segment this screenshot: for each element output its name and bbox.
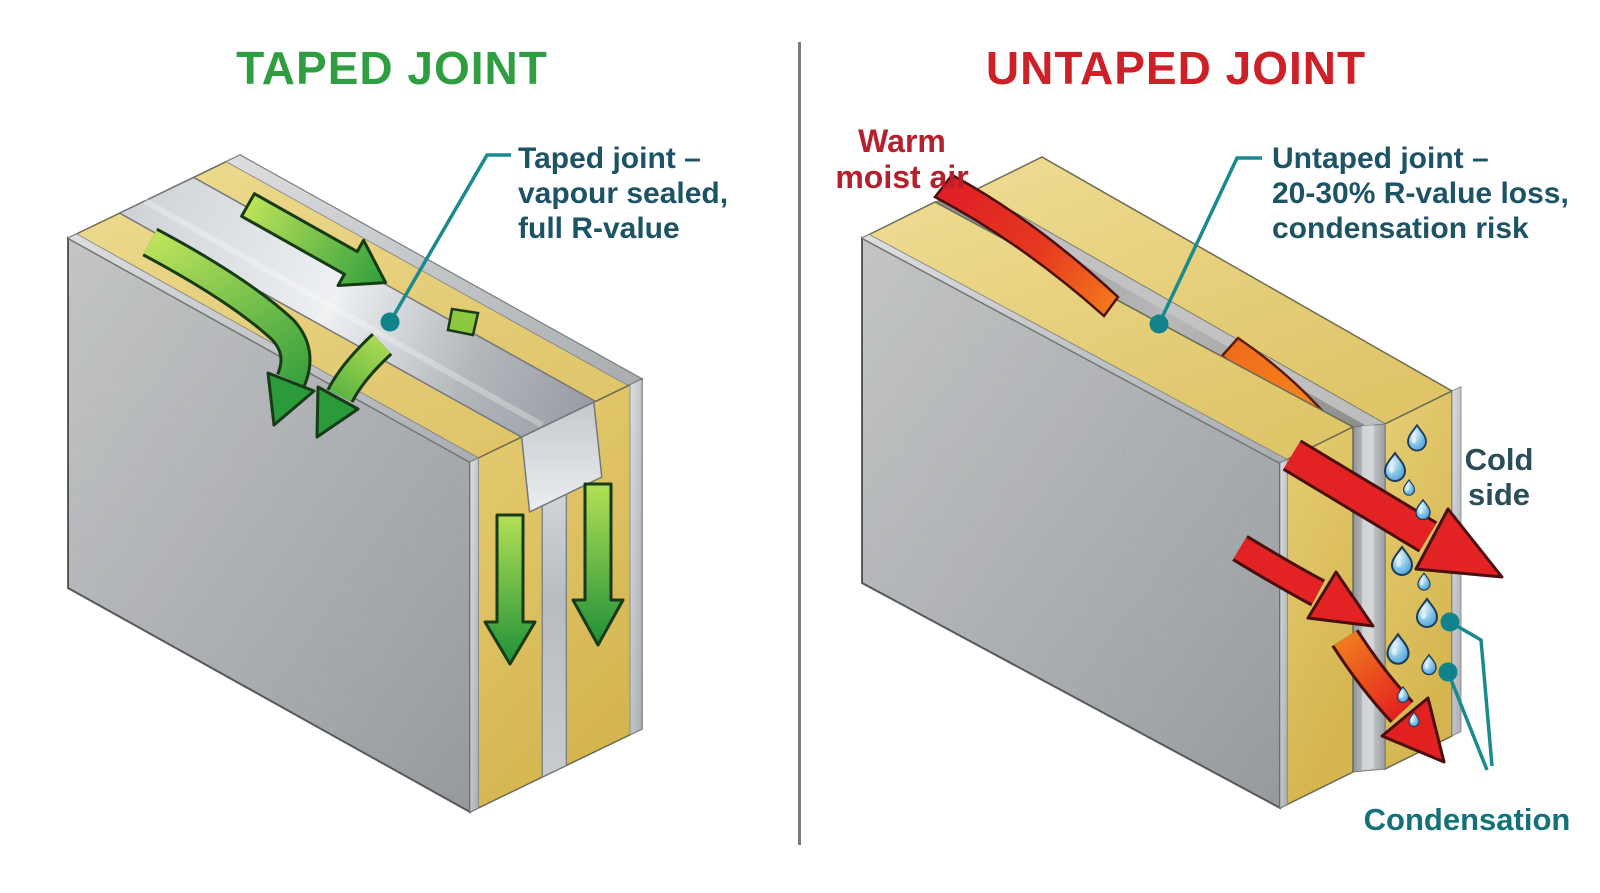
airflow-arrow-side-right [571, 482, 625, 647]
taped-joint-diagram: TAPED JOINT [66, 42, 728, 814]
callout-line [1449, 620, 1494, 767]
untaped-front-panel [860, 201, 1355, 810]
untaped-joint-diagram: UNTAPED JOINT [835, 42, 1570, 837]
vapour-tape-side-flap [520, 401, 603, 514]
foil-edge-side-back [629, 378, 643, 736]
airflow-arrow-sliver [446, 307, 480, 337]
callout-dot [1440, 612, 1460, 632]
cold-side-label-1: Cold [1465, 442, 1534, 477]
cold-side-label-2: side [1468, 477, 1530, 512]
airflow-arrow-side-left [483, 513, 537, 666]
taped-callout-text-2: vapour sealed, [518, 177, 728, 210]
callout-dot [380, 312, 400, 332]
condensation-label: Condensation [1364, 802, 1571, 837]
condensation-callout: Condensation [1364, 612, 1571, 837]
foil-texture [68, 238, 470, 812]
foil-edge-side [1279, 458, 1288, 809]
heat-arrow-bottom [1331, 629, 1446, 764]
taped-callout-text-3: full R-value [518, 212, 680, 245]
taped-callout: Taped joint – vapour sealed, full R-valu… [380, 142, 728, 332]
taped-callout-text-1: Taped joint – [518, 142, 701, 175]
airflow-arrow-along-tape [240, 192, 388, 287]
airflow-arrow-curve-mid [315, 333, 393, 439]
foil-texture [862, 238, 1280, 808]
untaped-callout-text-1: Untaped joint – [1272, 142, 1489, 175]
warm-air-ribbon [933, 173, 1120, 318]
warm-moist-air-label-2: moist air [835, 159, 968, 195]
callout-line [1446, 671, 1489, 771]
heat-arrow-middle [1232, 535, 1375, 628]
foil-edge-side-front [469, 457, 480, 813]
callout-dot [1438, 662, 1458, 682]
sealed-airflow-arrows [142, 192, 625, 666]
untaped-joint-title: UNTAPED JOINT [986, 42, 1366, 94]
callout-line [1157, 156, 1262, 325]
untaped-callout: Untaped joint – 20-30% R-value loss, con… [1149, 142, 1569, 334]
taped-joint-title: TAPED JOINT [236, 42, 548, 94]
warm-moist-air-label-1: Warm [858, 123, 946, 159]
callout-line [388, 153, 511, 323]
heat-escape-arrows [1232, 439, 1504, 764]
untaped-callout-text-2: 20-30% R-value loss, [1272, 177, 1569, 210]
joint-gap-side-foil [1362, 425, 1374, 770]
airflow-arrow-curve-left [142, 227, 316, 427]
untaped-callout-text-3: condensation risk [1272, 212, 1529, 245]
callout-dot [1149, 314, 1169, 334]
divider-line [798, 42, 801, 845]
heat-arrow-top [1282, 439, 1504, 579]
tape-highlight [143, 198, 544, 428]
